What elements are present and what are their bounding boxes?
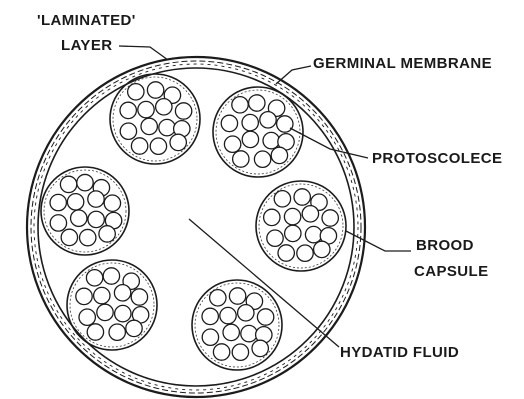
label-protoscolece: PROTOSCOLECE xyxy=(372,150,502,167)
brood-capsule xyxy=(110,74,200,164)
protoscolex xyxy=(202,308,218,324)
brood-capsule xyxy=(256,181,346,271)
protoscolex xyxy=(285,225,301,241)
label-brood-line1: BROOD xyxy=(416,237,474,254)
protoscolex xyxy=(274,191,290,207)
protoscolex xyxy=(263,132,279,148)
protoscolex xyxy=(232,97,248,113)
protoscolex xyxy=(175,103,191,119)
protoscolex xyxy=(88,211,104,227)
protoscolex xyxy=(94,287,110,303)
protoscolex xyxy=(128,84,144,100)
protoscolex xyxy=(76,288,92,304)
protoscolex xyxy=(257,309,273,325)
protoscolex xyxy=(229,288,245,304)
protoscolex xyxy=(131,289,147,305)
protoscolex xyxy=(233,151,249,167)
label-hydatid-fluid: HYDATID FLUID xyxy=(340,344,459,361)
protoscolex xyxy=(305,226,321,242)
protoscolex xyxy=(97,304,113,320)
protoscolex xyxy=(67,194,83,210)
label-germinal-membrane: GERMINAL MEMBRANE xyxy=(313,55,492,72)
protoscolex xyxy=(297,245,313,261)
protoscolex xyxy=(86,270,102,286)
protoscolex xyxy=(120,123,136,139)
leader-laminated xyxy=(119,46,168,60)
germinal-membrane xyxy=(38,68,354,386)
protoscolex xyxy=(50,215,66,231)
protoscolex xyxy=(80,229,96,245)
protoscolex xyxy=(104,195,120,211)
protoscolex xyxy=(213,344,229,360)
brood-capsule xyxy=(67,260,157,350)
protoscolex xyxy=(260,112,276,128)
protoscolex xyxy=(322,210,338,226)
protoscolex xyxy=(159,119,175,135)
protoscolex xyxy=(138,101,154,117)
protoscolex xyxy=(126,320,142,336)
protoscolex xyxy=(241,325,257,341)
protoscolex xyxy=(294,189,310,205)
protoscolex xyxy=(242,114,258,130)
protoscolex xyxy=(284,208,300,224)
protoscolex xyxy=(264,209,280,225)
protoscolex xyxy=(88,191,104,207)
label-laminated-line1: 'LAMINATED' xyxy=(37,12,136,29)
label-laminated-line2: LAYER xyxy=(61,37,112,54)
protoscolex xyxy=(77,174,93,190)
protoscolex xyxy=(254,151,270,167)
label-brood-line2: CAPSULE xyxy=(414,263,488,280)
protoscolex xyxy=(224,136,240,152)
protoscolex xyxy=(115,305,131,321)
protoscolex xyxy=(50,194,66,210)
leader-brood-capsule xyxy=(346,231,411,251)
protoscolex xyxy=(249,95,265,111)
protoscolex xyxy=(232,344,248,360)
protoscolex xyxy=(61,229,77,245)
protoscolex xyxy=(238,305,254,321)
protoscolex xyxy=(79,309,95,325)
protoscolex xyxy=(156,99,172,115)
protoscolex xyxy=(71,210,87,226)
protoscolex xyxy=(120,102,136,118)
protoscolex xyxy=(87,324,103,340)
protoscolex xyxy=(221,115,237,131)
protoscolex xyxy=(170,134,186,150)
protoscolex xyxy=(242,131,258,147)
protoscolex xyxy=(109,324,125,340)
brood-capsule xyxy=(213,87,303,177)
protoscolex xyxy=(131,138,147,154)
protoscolex xyxy=(278,245,294,261)
protoscolex xyxy=(141,118,157,134)
brood-capsule xyxy=(192,280,282,370)
protoscolex xyxy=(223,324,239,340)
protoscolex xyxy=(302,206,318,222)
protoscolex xyxy=(220,307,236,323)
brood-capsule xyxy=(41,167,129,255)
protoscolex xyxy=(202,329,218,345)
protoscolex xyxy=(147,82,163,98)
protoscolex xyxy=(314,241,330,257)
protoscolex xyxy=(277,116,293,132)
protoscolex xyxy=(150,138,166,154)
protoscolex xyxy=(99,226,115,242)
protoscolex xyxy=(271,147,287,163)
protoscolex xyxy=(210,290,226,306)
protoscolex xyxy=(267,230,283,246)
protoscolex xyxy=(103,268,119,284)
protoscolex xyxy=(252,340,268,356)
protoscolex xyxy=(60,176,76,192)
protoscolex xyxy=(114,285,130,301)
